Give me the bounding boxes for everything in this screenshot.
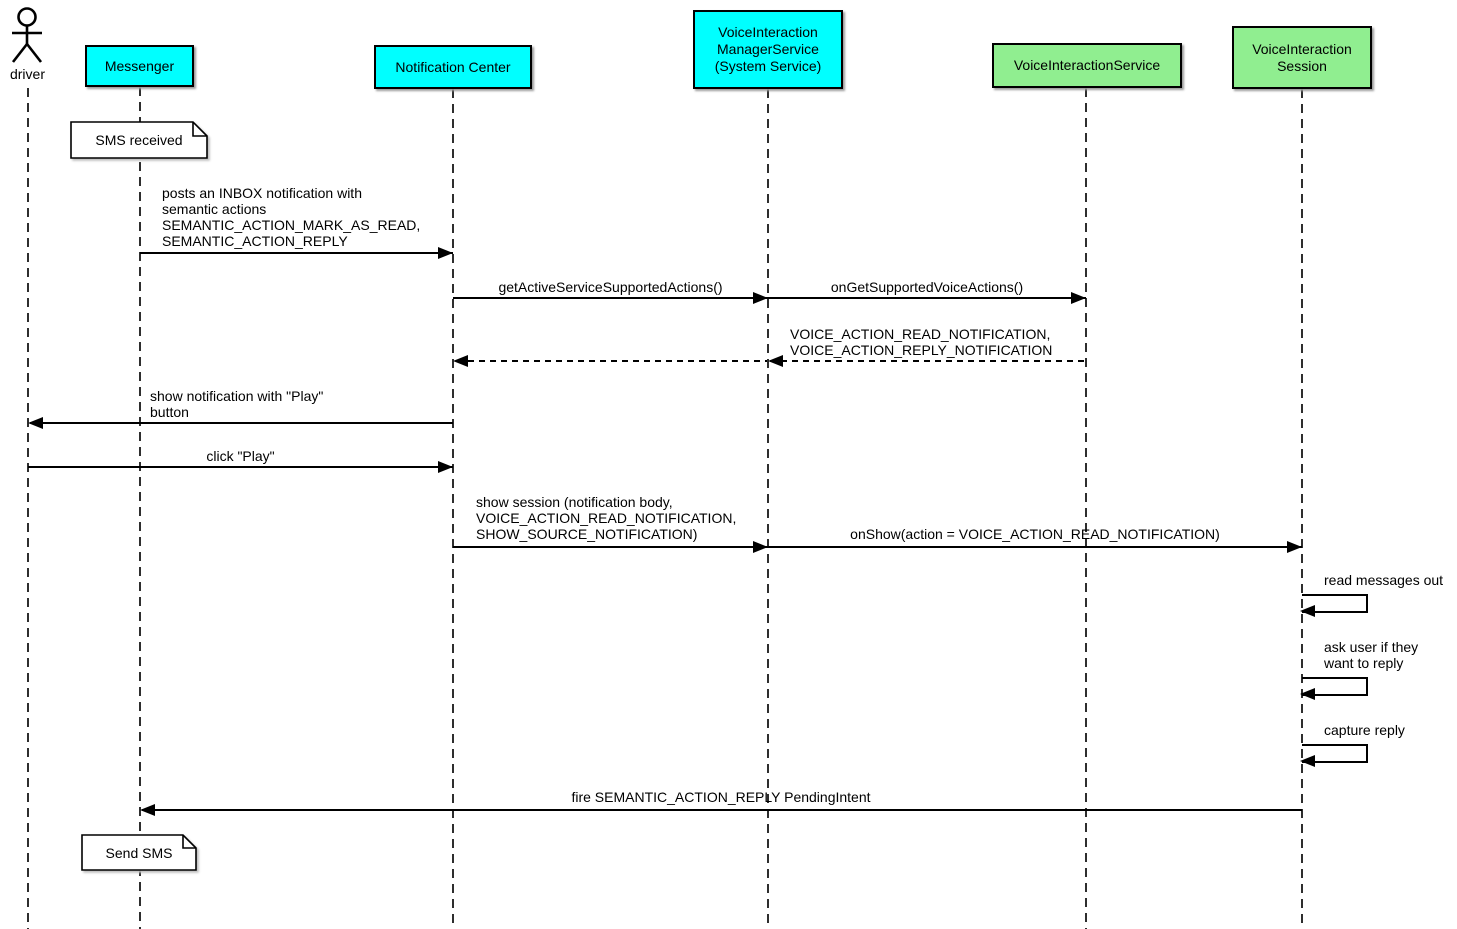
note-send-sms-text: Send SMS: [105, 844, 173, 861]
arrowhead-icon: [753, 541, 768, 553]
participant-voiceinteractionservice: VoiceInteractionService: [992, 43, 1182, 88]
arrowhead-icon: [753, 292, 768, 304]
arrowhead-icon: [453, 355, 468, 367]
arrowhead-icon: [1287, 541, 1302, 553]
self-call-loop: [1302, 744, 1368, 763]
arrowhead-icon: [438, 461, 453, 473]
lifeline-messenger: [138, 87, 141, 929]
message-label: click "Play": [206, 448, 275, 464]
message-label: capture reply: [1324, 722, 1405, 738]
actor-stick-figure-icon: [11, 7, 43, 63]
arrowhead-icon: [438, 247, 453, 259]
message-line: [142, 809, 1302, 811]
message-label: onShow(action = VOICE_ACTION_READ_NOTIFI…: [850, 526, 1220, 542]
message-label: show notification with "Play" button: [150, 388, 324, 420]
participant-notification-center: Notification Center: [374, 45, 532, 89]
lifeline-voiceinteraction-managerservice: [767, 89, 769, 929]
self-call-loop: [1302, 594, 1368, 613]
message-line: [30, 422, 453, 424]
note-sms-received: SMS received: [70, 121, 208, 159]
participant-voiceinteraction-managerservice: VoiceInteraction ManagerService (System …: [693, 10, 843, 89]
participant-voiceinteraction-session: VoiceInteraction Session: [1232, 26, 1372, 89]
self-call-loop: [1302, 677, 1368, 696]
lifeline-driver: [26, 88, 29, 929]
note-send-sms: Send SMS: [81, 834, 197, 871]
arrowhead-icon: [1300, 688, 1315, 700]
message-line: [453, 546, 768, 548]
participant-messenger: Messenger: [85, 45, 194, 87]
arrowhead-icon: [1300, 755, 1315, 767]
message-line: [768, 546, 1302, 548]
message-label: read messages out: [1324, 572, 1444, 588]
message-label: show session (notification body, VOICE_A…: [476, 494, 737, 542]
note-sms-received-text: SMS received: [95, 132, 183, 148]
lifeline-notification-center: [452, 89, 454, 929]
arrowhead-icon: [28, 417, 43, 429]
message-label: getActiveServiceSupportedActions(): [498, 279, 723, 295]
message-label: fire SEMANTIC_ACTION_REPLY PendingIntent: [571, 789, 871, 805]
note-outline: [81, 834, 197, 871]
actor-driver-label: driver: [9, 66, 45, 82]
message-line: [140, 252, 453, 254]
arrowhead-icon: [140, 804, 155, 816]
note-outline: [70, 121, 208, 159]
arrowhead-icon: [1071, 292, 1086, 304]
arrowhead-icon: [768, 355, 783, 367]
message-label: onGetSupportedVoiceActions(): [830, 279, 1024, 295]
message-label: ask user if they want to reply: [1324, 639, 1419, 671]
message-line: [453, 297, 768, 299]
message-line: [468, 360, 767, 362]
message-label: VOICE_ACTION_READ_NOTIFICATION, VOICE_AC…: [790, 326, 1053, 358]
message-line: [770, 360, 1084, 362]
message-line: [28, 466, 453, 468]
lifeline-voiceinteraction-session: [1301, 89, 1303, 929]
message-label: posts an INBOX notification with semanti…: [162, 185, 421, 249]
lifeline-voiceinteractionservice: [1085, 88, 1087, 929]
arrowhead-icon: [1300, 605, 1315, 617]
message-line: [768, 297, 1086, 299]
